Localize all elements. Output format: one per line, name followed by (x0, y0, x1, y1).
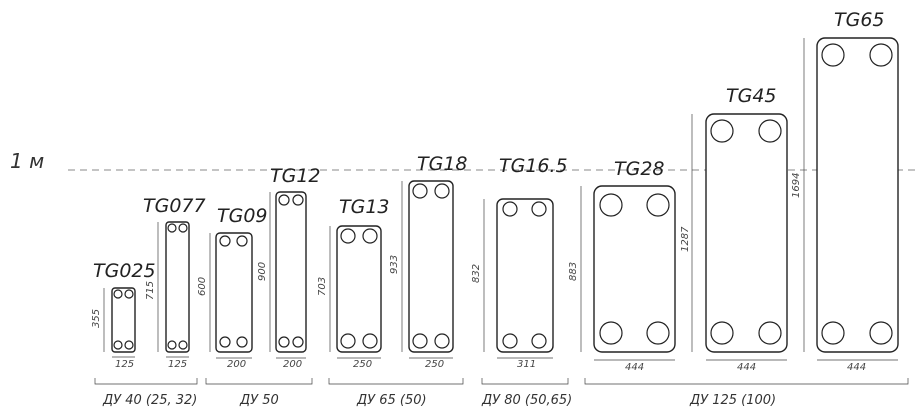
group-du50: ДУ 50 (205, 378, 313, 408)
plate-width: 200 (283, 359, 302, 370)
plate-width: 444 (737, 362, 756, 373)
plate-tg12: TG12 900 200 (257, 165, 321, 370)
plate-height: 933 (389, 255, 400, 274)
group-du80: ДУ 80 (50,65) (481, 378, 572, 408)
group-label: ДУ 50 (239, 393, 279, 408)
plate-tg13: TG13 703 250 (317, 196, 390, 370)
group-label: ДУ 65 (50) (356, 393, 427, 408)
plate-tg45: TG45 1287 444 (680, 85, 788, 373)
plate-width: 444 (847, 362, 866, 373)
plate-width: 250 (353, 359, 372, 370)
group-label: ДУ 40 (25, 32) (102, 393, 197, 408)
plate-width: 200 (227, 359, 246, 370)
plate-width: 311 (517, 359, 536, 370)
plate-name: TG28 (614, 158, 665, 180)
plate-width: 444 (625, 362, 644, 373)
plate-tg65: TG65 1694 444 (791, 9, 899, 373)
plate-tg28: TG28 883 444 (568, 158, 676, 373)
plate-height: 1694 (791, 173, 802, 198)
group-du40: ДУ 40 (25, 32) (94, 378, 197, 408)
plate-name: TG13 (339, 196, 390, 218)
plate-height: 703 (317, 277, 328, 296)
plate-tg18: TG18 933 250 (389, 153, 468, 370)
plate-width: 125 (168, 359, 187, 370)
plate-height: 715 (145, 281, 156, 300)
plate-tg16-5: TG16.5 832 311 (471, 155, 568, 370)
plate-height: 355 (91, 309, 102, 328)
plate-name: TG45 (726, 85, 777, 107)
group-label: ДУ 125 (100) (689, 393, 776, 408)
plate-height: 883 (568, 262, 579, 281)
plate-name: TG65 (834, 9, 885, 31)
plate-height: 832 (471, 264, 482, 283)
group-label: ДУ 80 (50,65) (481, 393, 572, 408)
plate-tg077: TG077 715 125 (143, 195, 206, 370)
plate-tg09: TG09 600 200 (197, 205, 268, 370)
plate-name: TG025 (93, 260, 156, 282)
plate-height: 1287 (680, 226, 691, 252)
group-du125: ДУ 125 (100) (584, 378, 909, 408)
plate-name: TG12 (270, 165, 321, 187)
plate-name: TG077 (143, 195, 206, 217)
plate-height: 600 (197, 277, 208, 296)
plate-width: 125 (115, 359, 134, 370)
plate-tg025: TG025 355 125 (91, 260, 156, 370)
plate-height: 900 (257, 262, 268, 281)
plate-width: 250 (425, 359, 444, 370)
group-du65: ДУ 65 (50) (328, 378, 464, 408)
plate-name: TG09 (217, 205, 268, 227)
plate-name: TG16.5 (499, 155, 568, 177)
one-meter-label: 1 м (10, 149, 44, 173)
plate-name: TG18 (417, 153, 468, 175)
